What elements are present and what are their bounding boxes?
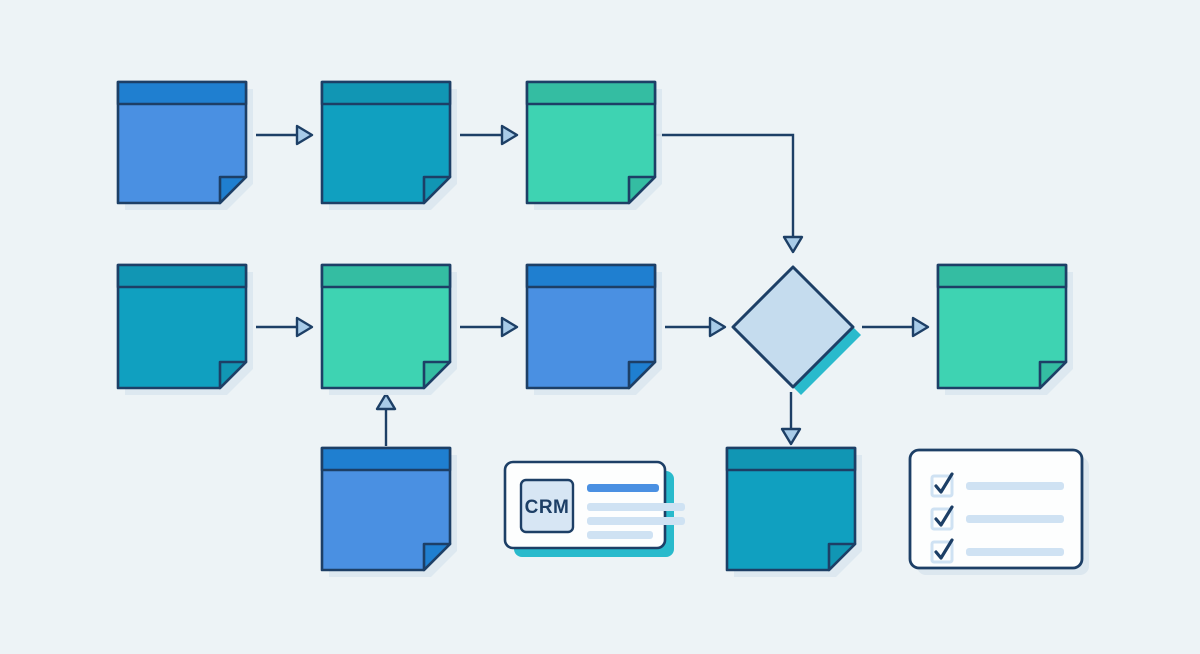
process-card-teal-2[interactable] [116,263,253,395]
process-card-mint-1-header [525,80,657,106]
process-card-mint-3[interactable] [936,263,1073,395]
arrow-decision-to-mint3-head [911,316,930,338]
arrow-blue3-up-to-mint2[interactable] [375,392,397,446]
process-card-mint-3-header [936,263,1068,289]
checklist-card[interactable] [908,448,1089,575]
checklist-item-3[interactable] [930,538,1064,564]
arrow-teal2-to-mint2-head [295,316,314,338]
process-card-blue-1-header [116,80,248,106]
process-card-teal-3[interactable] [725,446,862,577]
checklist-item-2-checkbox[interactable] [930,507,954,531]
arrow-blue1-to-teal1-head [295,124,314,146]
checklist-item-3-checkmark [934,538,954,560]
process-card-teal-1-fold-corner [422,175,452,205]
process-card-blue-2-fold-corner [627,360,657,390]
crm-badge-label: CRM [525,497,570,518]
checklist-item-1-checkmark [934,472,954,494]
arrow-decision-down-to-teal3[interactable] [780,392,802,446]
checklist-item-1-label-bar [966,482,1064,490]
process-card-blue-2[interactable] [525,263,662,395]
arrow-decision-down-to-teal3-head [780,427,802,446]
arrow-blue2-to-decision-head [708,316,727,338]
arrow-blue2-to-decision[interactable] [665,316,727,338]
arrow-decision-to-mint3[interactable] [862,316,930,338]
process-card-blue-3-fold-corner [422,542,452,572]
process-card-mint-2[interactable] [320,263,457,395]
checklist-item-2-label-bar [966,515,1064,523]
arrow-blue1-to-teal1[interactable] [256,124,314,146]
checklist-item-1-checkbox[interactable] [930,474,954,498]
process-card-mint-3-fold-corner [1038,360,1068,390]
checklist-item-2[interactable] [930,505,1064,531]
decision-diamond-shape [731,265,855,389]
checklist-item-1[interactable] [930,472,1064,498]
process-card-blue-2-header [525,263,657,289]
process-card-teal-2-header [116,263,248,289]
decision-diamond-shadow [793,327,861,395]
crm-bar-accent [587,484,659,492]
crm-bar-2 [587,517,685,525]
arrow-blue3-up-to-mint2-head [375,392,397,411]
process-card-mint-2-header [320,263,452,289]
process-card-mint-1[interactable] [525,80,662,210]
checklist-item-3-label-bar [966,548,1064,556]
arrow-mint2-to-blue2-head [500,316,519,338]
crm-badge [519,478,575,534]
crm-record-card[interactable]: CRM [503,460,685,557]
arrow-mint2-to-blue2[interactable] [460,316,519,338]
arrow-teal2-to-mint2[interactable] [256,316,314,338]
process-card-blue-1-fold-corner [218,175,248,205]
elbow-mint1-to-decision-head [782,235,804,254]
process-card-mint-1-fold-corner [627,175,657,205]
process-card-teal-3-header [725,446,857,472]
process-card-blue-3[interactable] [320,446,457,577]
process-card-blue-3-header [320,446,452,472]
arrow-teal1-to-mint1-head [500,124,519,146]
checklist-item-3-checkbox[interactable] [930,540,954,564]
elbow-mint1-to-decision-line [655,133,795,238]
process-card-teal-1[interactable] [320,80,457,210]
decision-diamond[interactable] [731,265,861,395]
arrow-teal1-to-mint1[interactable] [460,124,519,146]
crm-bar-3 [587,531,653,539]
process-card-mint-2-fold-corner [422,360,452,390]
process-card-teal-3-fold-corner [827,542,857,572]
elbow-mint1-to-decision[interactable] [655,133,804,254]
process-card-blue-1[interactable] [116,80,253,210]
crm-bar-1 [587,503,685,511]
process-card-teal-1-header [320,80,452,106]
process-card-teal-2-fold-corner [218,360,248,390]
checklist-item-2-checkmark [934,505,954,527]
